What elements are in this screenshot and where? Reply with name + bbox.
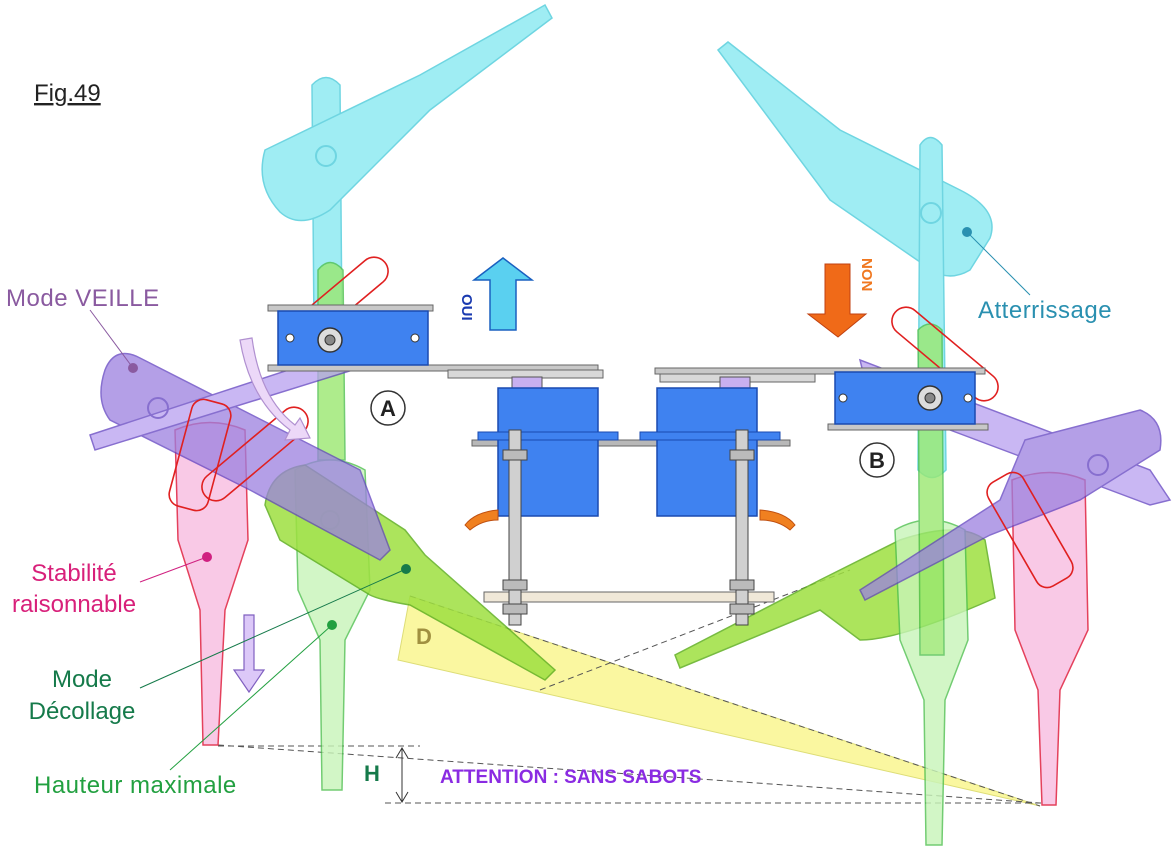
- attention-label: ATTENTION : SANS SABOTS: [440, 767, 701, 788]
- figure-title: Fig.49: [34, 80, 101, 107]
- non-label: NON: [858, 258, 875, 291]
- down-arrow-icon: [806, 263, 868, 338]
- stabilite-label-line2: raisonnable: [12, 591, 136, 618]
- point-a-marker: A: [370, 390, 406, 426]
- right-top-servo: [834, 371, 976, 425]
- non-arrow: NON: [806, 258, 875, 338]
- right-red-arm-outlines: [891, 306, 1074, 589]
- atterrissage-label: Atterrissage: [978, 297, 1112, 324]
- center-left-servo: [464, 376, 619, 531]
- stabilite-label-line1: Stabilité: [31, 560, 116, 587]
- decollage-label-line1: Mode: [52, 666, 112, 693]
- oui-label: OUI: [458, 294, 475, 321]
- down-arrow-icon: [232, 614, 266, 694]
- oui-arrow: OUI: [458, 257, 535, 331]
- point-b-marker: B: [859, 442, 895, 478]
- curved-arrow-icon: [239, 337, 311, 441]
- left-top-servo: [277, 310, 429, 366]
- point-a-label: A: [380, 396, 396, 421]
- label-pointers: [89, 231, 1031, 771]
- threaded-rods: [502, 429, 755, 626]
- decollage-label-line2: Décollage: [29, 698, 136, 725]
- height-h-label: H: [364, 761, 380, 786]
- mode-veille-label: Mode VEILLE: [6, 285, 160, 312]
- center-right-servo: [639, 376, 796, 531]
- point-b-label: B: [869, 448, 885, 473]
- descend-arrow: [232, 614, 266, 694]
- up-arrow-icon: [471, 257, 535, 331]
- guide-line-top: [217, 744, 1041, 804]
- label-pointer-dots: [128, 227, 972, 630]
- distance-d-label: D: [416, 624, 432, 649]
- height-marker: [395, 747, 409, 803]
- guide-line-diag2: [539, 569, 851, 691]
- hauteur-maximale-label: Hauteur maximale: [34, 772, 237, 799]
